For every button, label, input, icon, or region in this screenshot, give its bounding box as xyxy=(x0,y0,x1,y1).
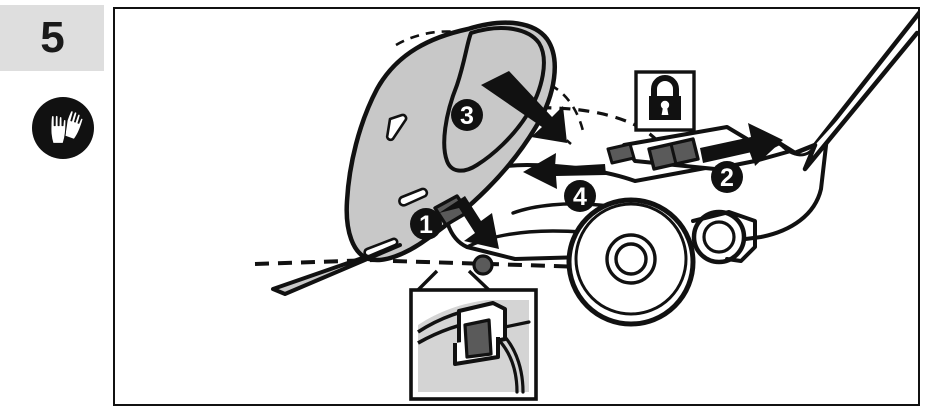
step-number: 5 xyxy=(40,13,64,62)
step-number-background xyxy=(0,5,104,71)
guard-tip-slot xyxy=(363,237,399,258)
arrow-4-badge: 4 xyxy=(564,180,596,212)
arrow-3-number: 3 xyxy=(460,102,474,130)
arrow-4 xyxy=(523,153,606,189)
arrow-4-number: 4 xyxy=(573,183,587,211)
handle-shaft-curve xyxy=(779,143,817,157)
guard-inner-ridge xyxy=(442,26,546,173)
arrow-3-badge: 3 xyxy=(451,99,483,131)
edger-wheel xyxy=(566,197,696,327)
reference-dashed-lines xyxy=(254,258,586,269)
arrow-1 xyxy=(439,196,499,249)
pin-engagement-detail xyxy=(409,288,538,401)
latch-tab-small xyxy=(606,142,636,165)
slide-latch-button xyxy=(647,137,700,171)
arrow-1-badge: 1 xyxy=(410,208,442,240)
padlock-closed-icon xyxy=(634,70,696,132)
arrow-2 xyxy=(700,123,783,166)
wheel-bracket xyxy=(691,210,757,263)
arrow-1-number: 1 xyxy=(419,211,433,239)
arrow-3 xyxy=(481,71,567,143)
arrow-2-number: 2 xyxy=(720,164,734,192)
detail-pin xyxy=(463,318,493,359)
guard-vent-slots xyxy=(385,113,429,207)
wheel-pivot-boss xyxy=(691,209,747,265)
illustration-panel: 1 2 3 4 xyxy=(113,7,920,406)
locking-pin xyxy=(472,254,494,276)
protective-gloves-icon xyxy=(31,96,95,160)
edger-guard-diagram: 1 2 3 4 xyxy=(254,10,918,401)
arrow-2-badge: 2 xyxy=(711,161,743,193)
